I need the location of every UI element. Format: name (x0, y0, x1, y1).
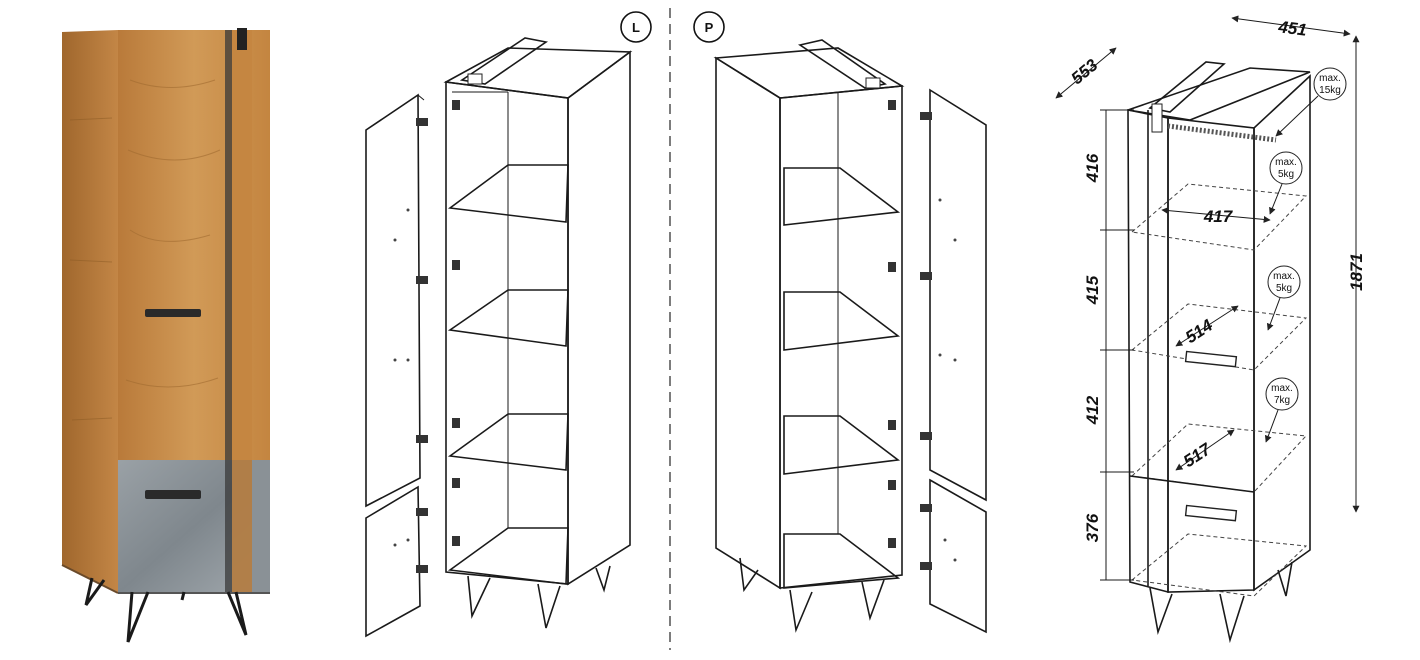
section-3-height: 412 (1083, 395, 1102, 425)
section-2-height: 415 (1083, 275, 1102, 305)
hairpin-leg-icon (84, 577, 248, 643)
svg-text:max.: max. (1319, 73, 1341, 84)
shelf-width-2: 514 (1182, 315, 1217, 347)
svg-text:max.: max. (1275, 157, 1297, 168)
svg-text:7kg: 7kg (1274, 395, 1290, 406)
svg-text:max.: max. (1271, 383, 1293, 394)
load-limit-shelf-2: max. 5kg (1266, 265, 1301, 331)
load-limit-rail: max. 15kg (1275, 67, 1347, 137)
product-photo (61, 28, 270, 643)
depth-dimension: 553 (1067, 55, 1101, 88)
load-limit-shelf-1: max. 5kg (1269, 151, 1303, 215)
door-handle-icon (145, 309, 201, 317)
height-dimension: 1871 (1347, 253, 1366, 291)
left-hinged-variant: L (365, 11, 652, 638)
shelf-width-1: 417 (1203, 207, 1234, 226)
svg-text:5kg: 5kg (1278, 169, 1294, 180)
svg-text:max.: max. (1273, 271, 1295, 282)
width-dimension: 451 (1276, 17, 1307, 39)
dimension-drawing: 451 553 1871 416 415 412 376 417 514 517 (1055, 15, 1366, 644)
right-hinged-variant: P (693, 11, 987, 634)
svg-text:15kg: 15kg (1319, 85, 1341, 96)
shelf-width-3: 517 (1180, 439, 1215, 471)
variant-left-label: L (632, 20, 640, 35)
svg-text:5kg: 5kg (1276, 283, 1292, 294)
section-1-height: 416 (1083, 153, 1102, 183)
drawer-handle-icon (145, 490, 201, 499)
section-4-height: 376 (1083, 513, 1102, 542)
variant-right-label: P (705, 20, 714, 35)
load-limit-shelf-3: max. 7kg (1264, 377, 1299, 443)
